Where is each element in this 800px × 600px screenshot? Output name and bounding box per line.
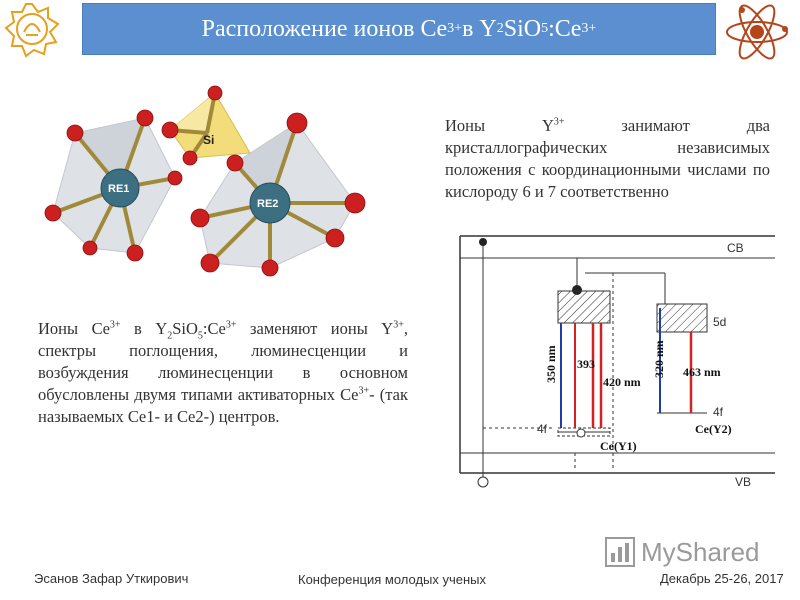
ce-y2-label: Ce(Y2) — [695, 422, 732, 436]
institution-logo — [4, 3, 60, 58]
footer-author: Эсанов Зафар Уткирович — [34, 571, 189, 586]
crystal-structure-figure: Si RE1 RE2 — [44, 85, 366, 277]
wavelength-350-label: 350 nm — [544, 345, 558, 383]
title-mid: в Y — [462, 15, 497, 42]
para1-sup: 3+ — [553, 116, 565, 128]
para2-sup1: 3+ — [109, 319, 121, 331]
chart-icon — [605, 537, 635, 567]
level-4f-right-label: 4f — [713, 405, 724, 419]
para1-text1: Ионы Y — [445, 116, 554, 135]
vb-label: VB — [735, 475, 751, 489]
re2-label: RE2 — [257, 198, 278, 210]
para2-sup3: 3+ — [393, 319, 404, 331]
myshared-watermark: MyShared — [605, 534, 775, 570]
para2-text1: Ионы Ce — [38, 319, 110, 338]
energy-level-diagram: CB VB 5d 4f 4f 350 nm 393 420 nm 320 nm … — [459, 235, 775, 489]
title-prefix: Расположение ионов Ce — [201, 15, 448, 42]
title-mid3: :Ce — [548, 15, 582, 42]
cb-label: CB — [727, 241, 744, 255]
y-positions-paragraph: Ионы Y3+ занимают два кристаллографическ… — [445, 115, 770, 203]
wavelength-420-label: 420 nm — [603, 375, 641, 389]
ce-y1-label: Ce(Y1) — [600, 439, 637, 453]
level-4f-left-label: 4f — [537, 422, 548, 436]
footer-conference: Конференция молодых ученых — [298, 572, 487, 587]
para2-sup2: 3+ — [225, 319, 237, 331]
ce-substitution-paragraph: Ионы Ce3+ в Y2SiO5:Ce3+ заменяют ионы Y3… — [38, 318, 408, 428]
wavelength-463-label: 463 nm — [683, 365, 721, 379]
wavelength-320-label: 320 nm — [652, 340, 666, 378]
para2-text5: заменяют ионы Y — [236, 319, 394, 338]
para2-text3: SiO — [172, 319, 198, 338]
para2-text4: :Ce — [202, 319, 226, 338]
footer-date: Декабрь 25-26, 2017 — [660, 571, 784, 586]
para2-sup4: 3+ — [358, 385, 370, 397]
para2-text6: , спектры поглощения, люминесценции и во… — [38, 319, 408, 404]
para2-text2: в Y — [120, 319, 168, 338]
watermark-text: MyShared — [641, 536, 760, 567]
wavelength-393-label: 393 — [577, 357, 595, 371]
para2-sub1: 2 — [167, 330, 173, 342]
level-5d-label: 5d — [713, 315, 726, 329]
si-label: Si — [203, 133, 214, 147]
para2-text7: - (так называемых Ce1- и Ce2-) центров. — [38, 385, 408, 426]
re1-label: RE1 — [108, 183, 129, 195]
para1-text2: занимают два кристаллографических незави… — [445, 116, 771, 201]
para2-sub2: 5 — [197, 330, 203, 342]
atom-logo — [726, 4, 788, 60]
title-mid2: SiO — [503, 15, 542, 42]
